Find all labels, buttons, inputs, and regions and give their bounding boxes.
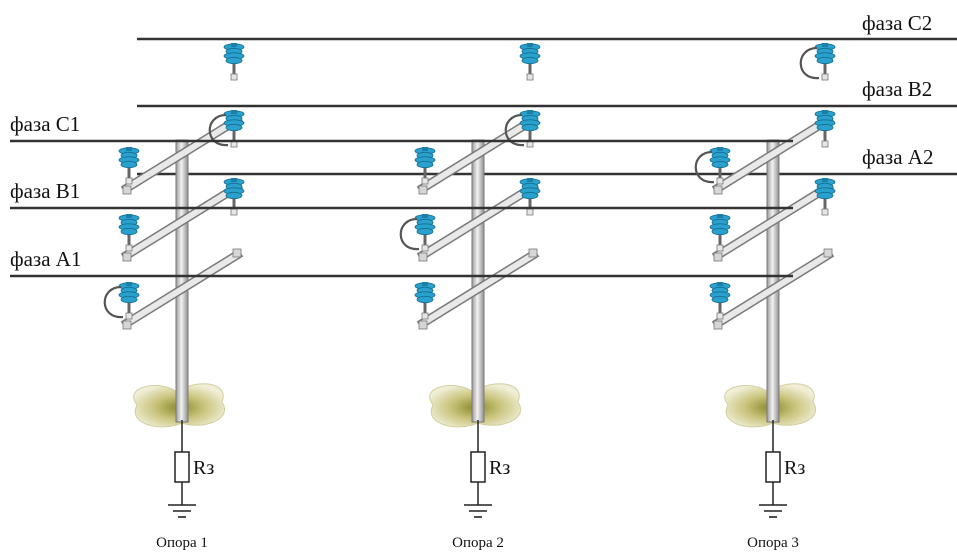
jumper-loop — [208, 113, 229, 147]
jumper-loop — [694, 150, 715, 184]
resistor-label-3: Rз — [784, 457, 805, 479]
pole — [175, 139, 189, 423]
label-phase-a1: фаза А1 — [10, 247, 81, 271]
ground-symbol-icon — [759, 504, 787, 518]
pole — [766, 139, 780, 423]
insulator-icon — [414, 214, 436, 252]
support-1 — [103, 43, 245, 518]
label-phase-c1: фаза С1 — [10, 112, 80, 136]
insulator-icon — [709, 147, 731, 185]
insulator-icon — [414, 282, 436, 320]
insulator-icon — [519, 110, 541, 148]
label-phase-b2: фаза В2 — [862, 77, 932, 101]
insulator-icon — [709, 282, 731, 320]
circuit-2-wires — [137, 37, 957, 176]
insulator-icon — [118, 147, 140, 185]
jumper-loop — [504, 113, 525, 147]
label-phase-a2: фаза А2 — [862, 145, 933, 169]
insulator-icon — [814, 110, 836, 148]
support-label-2: Опора 2 — [452, 535, 504, 551]
insulator-icon — [223, 43, 245, 81]
resistor-label-1: Rз — [193, 457, 214, 479]
jumper-loop — [103, 285, 124, 319]
insulator-icon — [223, 178, 245, 216]
insulator-icon — [223, 110, 245, 148]
label-phase-c2: фаза С2 — [862, 11, 932, 35]
resistor-symbol — [174, 451, 190, 483]
insulator-icon — [414, 147, 436, 185]
insulator-icon — [118, 282, 140, 320]
resistor-symbol — [765, 451, 781, 483]
support-2 — [399, 43, 541, 518]
jumper-loop — [799, 46, 820, 80]
ground-symbol-icon — [168, 504, 196, 518]
pole — [471, 139, 485, 423]
insulator-icon — [118, 214, 140, 252]
insulator-icon — [519, 43, 541, 81]
resistor-label-2: Rз — [489, 457, 510, 479]
support-label-1: Опора 1 — [156, 535, 208, 551]
circuit-1-wires — [10, 139, 793, 278]
resistor-symbol — [470, 451, 486, 483]
jumper-loop — [399, 217, 420, 251]
insulator-icon — [814, 178, 836, 216]
insulator-icon — [519, 178, 541, 216]
support-3 — [694, 43, 836, 518]
support-label-3: Опора 3 — [747, 535, 799, 551]
insulator-icon — [814, 43, 836, 81]
ground-symbol-icon — [464, 504, 492, 518]
insulator-icon — [709, 214, 731, 252]
label-phase-b1: фаза В1 — [10, 179, 80, 203]
